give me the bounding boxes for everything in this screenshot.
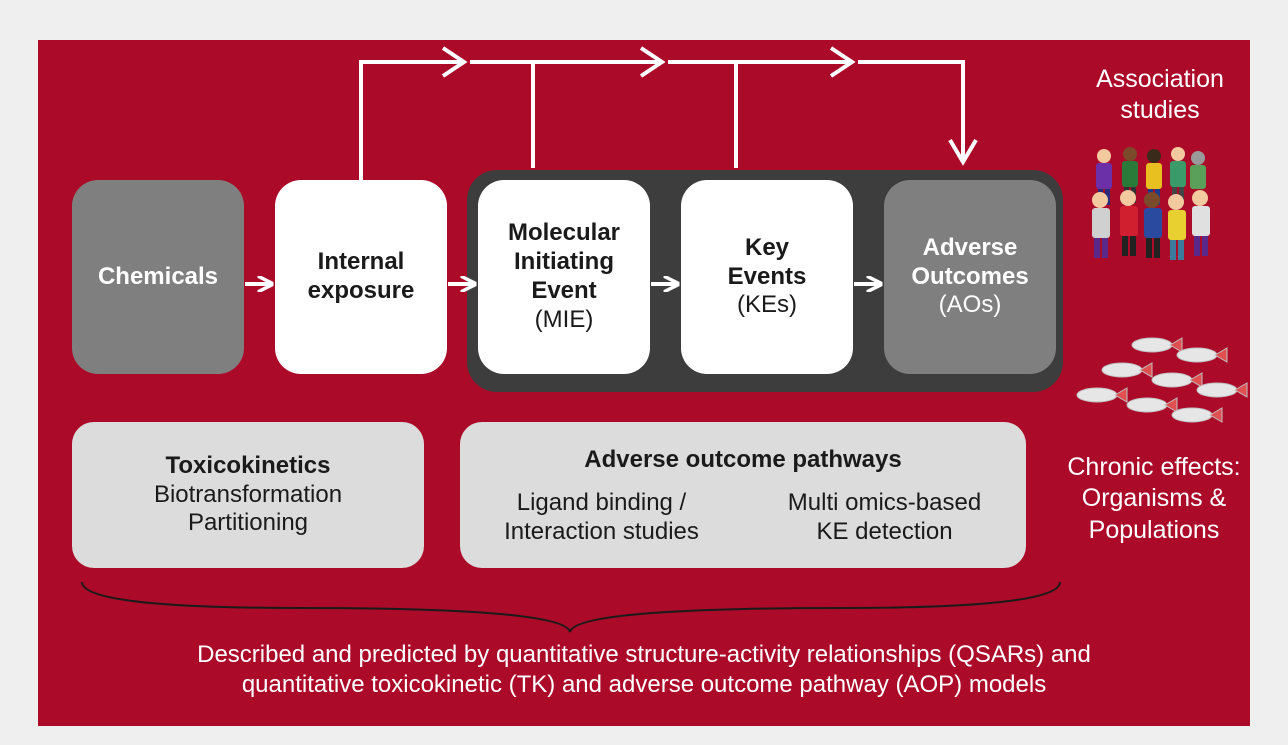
association-line2: studies (1120, 96, 1200, 125)
aop-right-line2: KE detection (816, 517, 953, 545)
key-events-line2: Events (727, 262, 807, 290)
people-group-icon (1092, 147, 1210, 260)
chronic-effects-label: Chronic effects: Organisms & Populations (1036, 452, 1272, 546)
chemicals-box: Chemicals (72, 180, 244, 374)
toxicokinetics-line2: Partitioning (187, 509, 309, 537)
key-events-box: Key Events (KEs) (681, 180, 853, 374)
mie-line3: Event (531, 277, 597, 304)
internal-exposure-box: Internal exposure (275, 180, 447, 374)
adverse-outcomes-abbr: (AOs) (938, 291, 1002, 319)
fish-school-icon (1076, 337, 1248, 423)
key-events-line1: Key (744, 233, 790, 261)
chronic-line1: Chronic effects: (1067, 453, 1241, 481)
curly-brace (81, 581, 1061, 633)
adverse-outcomes-line1: Adverse (922, 233, 1018, 261)
toxicokinetics-title: Toxicokinetics (165, 451, 331, 479)
mie-box: Molecular Initiating Event (MIE) (478, 180, 650, 374)
internal-exposure-line1: Internal (317, 248, 405, 276)
mie-abbr: (MIE) (534, 305, 594, 333)
aop-left-line1: Ligand binding / (516, 488, 687, 516)
mie-line2: Initiating (514, 248, 614, 276)
association-studies-label: Association studies (1060, 64, 1260, 127)
chemicals-label: Chemicals (97, 262, 219, 290)
footer-description: Described and predicted by quantitative … (38, 640, 1250, 700)
adverse-outcomes-box: Adverse Outcomes (AOs) (884, 180, 1056, 374)
key-events-abbr: (KEs) (737, 291, 797, 319)
aop-box: Adverse outcome pathways Ligand binding … (460, 422, 1026, 568)
footer-line1: Described and predicted by quantitative … (197, 641, 1091, 668)
aop-right-line1: Multi omics-based (787, 488, 982, 516)
top-bypass-arrows (359, 46, 978, 180)
footer-line2: quantitative toxicokinetic (TK) and adve… (241, 671, 1047, 698)
aop-title: Adverse outcome pathways (584, 446, 902, 473)
chronic-line3: Populations (1088, 515, 1220, 544)
chronic-line2: Organisms & (1081, 484, 1227, 513)
internal-exposure-line2: exposure (307, 277, 415, 304)
toxicokinetics-box: Toxicokinetics Biotransformation Partiti… (72, 422, 424, 568)
mie-line1: Molecular (507, 219, 621, 247)
association-line1: Association (1096, 65, 1224, 93)
adverse-outcomes-line2: Outcomes (911, 262, 1029, 290)
toxicokinetics-line1: Biotransformation (153, 480, 343, 508)
aop-left-line2: Interaction studies (504, 517, 699, 545)
